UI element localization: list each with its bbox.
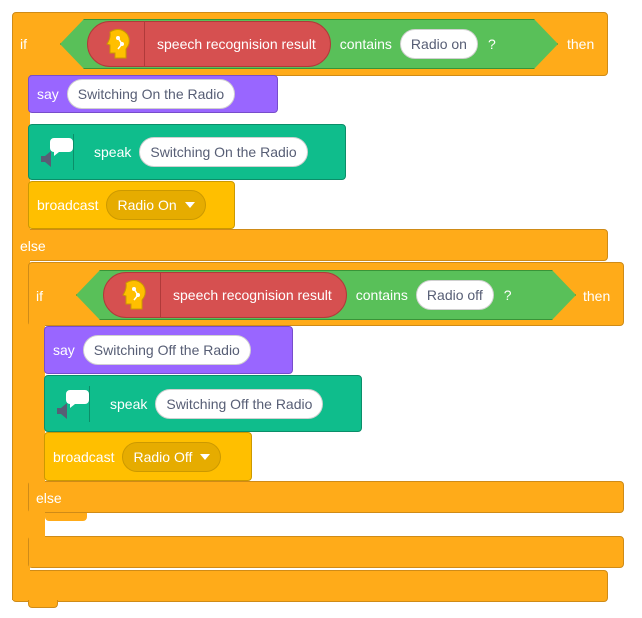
inner-contains-label: contains	[355, 287, 408, 303]
outer-broadcast-block[interactable]: broadcast Radio On	[28, 181, 235, 229]
inner-empty-slot-notch	[45, 513, 87, 521]
outer-else-bar[interactable]	[12, 229, 608, 261]
inner-if-keyword: if	[36, 288, 43, 304]
inner-if-arm	[29, 310, 45, 567]
broadcast-label: broadcast	[53, 448, 115, 465]
broadcast-label: broadcast	[37, 197, 99, 213]
inner-else-slot	[45, 513, 623, 536]
broadcast-message: Radio Off	[133, 448, 193, 465]
outer-say-block[interactable]: say Switching On the Radio	[28, 75, 278, 113]
caret-down-icon	[184, 202, 195, 208]
inner-else-keyword: else	[36, 490, 62, 506]
speak-label: speak	[94, 144, 132, 160]
broadcast-message-dropdown[interactable]: Radio On	[106, 190, 206, 220]
speak-text-input[interactable]: Switching On the Radio	[139, 137, 308, 167]
outer-if-keyword: if	[20, 36, 27, 52]
outer-contains-condition[interactable]: speech recognision result contains Radio…	[60, 19, 558, 69]
outer-then-keyword: then	[567, 36, 595, 52]
inner-question-mark: ?	[503, 287, 512, 303]
inner-else-bar[interactable]	[28, 481, 624, 513]
inner-then-keyword: then	[583, 288, 611, 304]
outer-if-bottom[interactable]	[12, 570, 608, 602]
say-text-input[interactable]: Switching On the Radio	[66, 79, 236, 109]
broadcast-message: Radio On	[117, 197, 177, 213]
inner-contains-condition[interactable]: speech recognision result contains Radio…	[76, 270, 576, 320]
say-text-input[interactable]: Switching Off the Radio	[82, 335, 251, 365]
ai-head-icon	[104, 273, 161, 317]
ai-head-icon	[88, 22, 145, 66]
outer-arm-fill	[13, 60, 30, 600]
outer-else-keyword: else	[20, 238, 46, 254]
broadcast-message-dropdown[interactable]: Radio Off	[122, 441, 222, 472]
speaker-speech-icon	[29, 134, 74, 170]
speak-text-input[interactable]: Switching Off the Radio	[155, 388, 324, 419]
inner-reporter-label: speech recognision result	[173, 287, 332, 303]
outer-contains-value[interactable]: Radio on	[400, 29, 478, 59]
outer-question-mark: ?	[487, 36, 496, 52]
inner-broadcast-block[interactable]: broadcast Radio Off	[44, 432, 252, 481]
outer-speak-block[interactable]: speak Switching On the Radio	[28, 124, 346, 180]
outer-reporter-label: speech recognision result	[157, 36, 316, 52]
speak-label: speak	[110, 395, 148, 412]
say-label: say	[37, 86, 59, 102]
inner-contains-value[interactable]: Radio off	[416, 280, 494, 310]
inner-speak-block[interactable]: speak Switching Off the Radio	[44, 375, 362, 432]
outer-contains-label: contains	[339, 36, 392, 52]
inner-if-bottom[interactable]	[28, 536, 624, 568]
speaker-speech-icon	[45, 385, 90, 422]
caret-down-icon	[200, 453, 211, 460]
outer-speech-result-reporter[interactable]: speech recognision result	[87, 21, 331, 67]
say-label: say	[53, 342, 75, 358]
inner-speech-result-reporter[interactable]: speech recognision result	[103, 272, 347, 318]
inner-say-block[interactable]: say Switching Off the Radio	[44, 326, 293, 374]
bottom-notch	[28, 600, 58, 608]
